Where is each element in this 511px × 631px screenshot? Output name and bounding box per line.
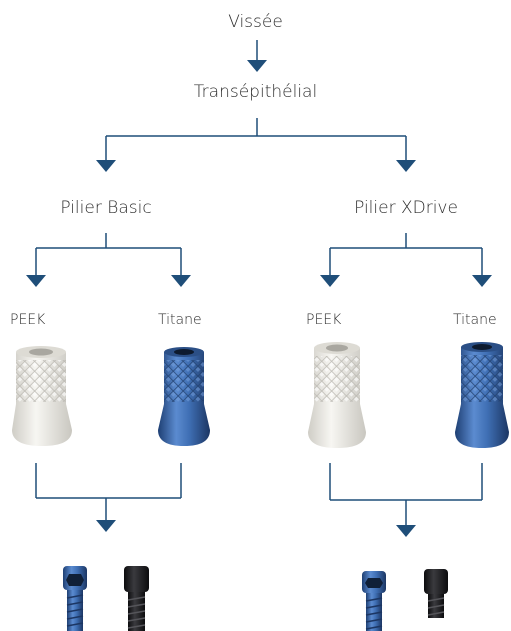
option-label-xdrive-peek: PEEK xyxy=(306,312,342,328)
branch-label-xdrive: Pilier XDrive xyxy=(354,198,458,218)
black-screw-image xyxy=(424,569,448,618)
arrow-down-icon xyxy=(320,275,340,287)
arrow-down-icon xyxy=(26,275,46,287)
arrow-down-icon xyxy=(96,520,116,532)
titanium-abutment-image xyxy=(158,347,210,446)
arrow-down-icon xyxy=(396,525,416,537)
blue-screw-image xyxy=(362,571,386,631)
level1-label: Transépithélial xyxy=(193,82,318,102)
option-label-basic-peek: PEEK xyxy=(10,312,46,328)
black-screw-image xyxy=(124,566,149,631)
arrow-down-icon xyxy=(472,275,492,287)
arrow-down-icon xyxy=(247,60,267,72)
arrow-down-icon xyxy=(171,275,191,287)
branch-label-basic: Pilier Basic xyxy=(60,198,152,218)
option-label-xdrive-titane: Titane xyxy=(453,312,497,328)
arrow-down-icon xyxy=(96,160,116,172)
peek-abutment-image xyxy=(308,342,366,448)
peek-abutment-image xyxy=(12,346,72,446)
titanium-abutment-image xyxy=(455,342,509,448)
blue-screw-image xyxy=(63,566,87,631)
arrow-down-icon xyxy=(396,160,416,172)
option-label-basic-titane: Titane xyxy=(158,312,202,328)
root-label: Vissée xyxy=(228,12,283,32)
